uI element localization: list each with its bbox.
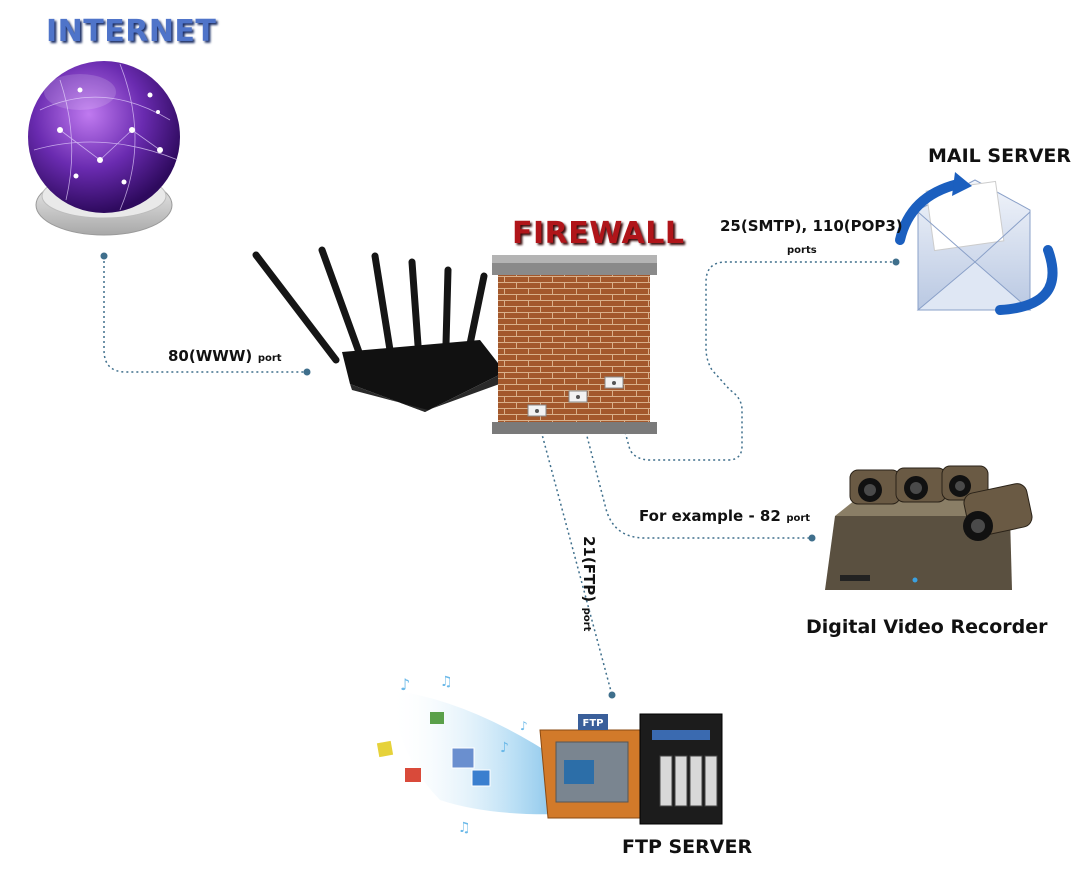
- link-ftp-port: 21(FTP): [580, 536, 598, 603]
- link-mail-end-dot: [892, 258, 900, 266]
- link-dvr-unit: port: [786, 513, 811, 524]
- link-dvr-label: For example - 82 port: [639, 506, 810, 525]
- svg-text:♪: ♪: [400, 675, 410, 694]
- link-mail-unit: ports: [787, 245, 817, 256]
- ftp-server-label: FTP SERVER: [622, 836, 753, 858]
- mail-server-label: MAIL SERVER: [928, 145, 1072, 167]
- mail-server-icon: [895, 172, 1058, 315]
- internet-label: INTERNET: [46, 14, 217, 49]
- link-mail-line: [611, 261, 896, 461]
- link-www-line: [103, 256, 307, 373]
- link-www-label: 80(WWW) port: [168, 346, 282, 365]
- firewall-label: FIREWALL: [512, 216, 685, 251]
- ftp-server-icon: ♪ ♫ ♪ ♫ ♪ FTP: [376, 674, 723, 836]
- svg-text:♪: ♪: [520, 719, 528, 733]
- link-www-start-dot: [100, 252, 108, 260]
- router-icon: [252, 246, 505, 412]
- svg-text:♫: ♫: [440, 674, 453, 690]
- link-dvr-port: For example - 82: [639, 507, 781, 525]
- svg-text:♫: ♫: [458, 820, 471, 836]
- link-dvr-end-dot: [808, 534, 816, 542]
- link-mail-label: 25(SMTP), 110(POP3): [720, 216, 903, 235]
- link-ftp-unit: port: [581, 607, 592, 632]
- link-endpoints: [100, 252, 900, 699]
- link-dvr-line: [576, 397, 812, 539]
- svg-text:♪: ♪: [500, 740, 509, 756]
- link-mail-unit-row: ports: [787, 238, 817, 257]
- internet-globe-icon: [28, 61, 180, 236]
- link-mail-port: 25(SMTP), 110(POP3): [720, 217, 903, 235]
- file-icons: ♪ ♫ ♪ ♫ ♪: [376, 674, 528, 836]
- link-www-end-dot: [303, 368, 311, 376]
- dvr-label: Digital Video Recorder: [806, 616, 1048, 638]
- firewall-icon: [492, 255, 657, 434]
- link-lines: [103, 256, 896, 696]
- link-www-port: 80(WWW): [168, 347, 253, 365]
- svg-text:FTP: FTP: [583, 718, 604, 729]
- link-www-unit: port: [257, 353, 282, 364]
- dvr-icon: [825, 465, 1033, 590]
- link-ftp-label: 21(FTP) port: [580, 536, 599, 631]
- link-ftp-line: [535, 411, 613, 696]
- link-ftp-end-dot: [608, 691, 616, 699]
